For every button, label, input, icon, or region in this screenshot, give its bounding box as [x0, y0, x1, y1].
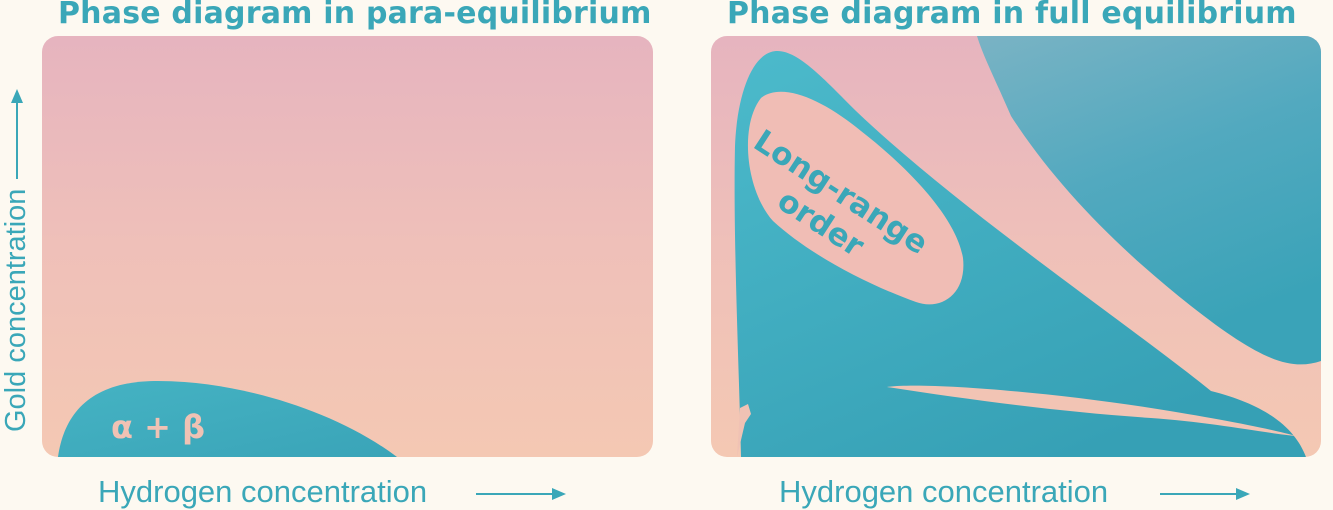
upper-right-region [977, 36, 1321, 365]
x-axis-label-right: Hydrogen concentration [779, 474, 1109, 509]
pink-wedge [887, 385, 1296, 436]
panel-para-equilibrium [42, 36, 653, 457]
title-para-equilibrium: Phase diagram in para-equilibrium [58, 0, 652, 31]
y-axis-label: Gold concentration [0, 188, 32, 432]
arrow-right-icon [1160, 488, 1250, 500]
arrow-up-icon [10, 88, 23, 179]
label-alpha-beta: α + β [111, 408, 205, 446]
y-axis: Gold concentration [0, 87, 33, 432]
bottom-notch [737, 404, 751, 457]
arrow-right-icon [476, 488, 566, 500]
long-range-order-region [747, 91, 964, 305]
x-axis-label-left: Hydrogen concentration [98, 474, 428, 509]
title-full-equilibrium: Phase diagram in full equilibrium [727, 0, 1297, 31]
panel-full-equilibrium [711, 36, 1321, 457]
alpha-beta-region [58, 380, 397, 457]
